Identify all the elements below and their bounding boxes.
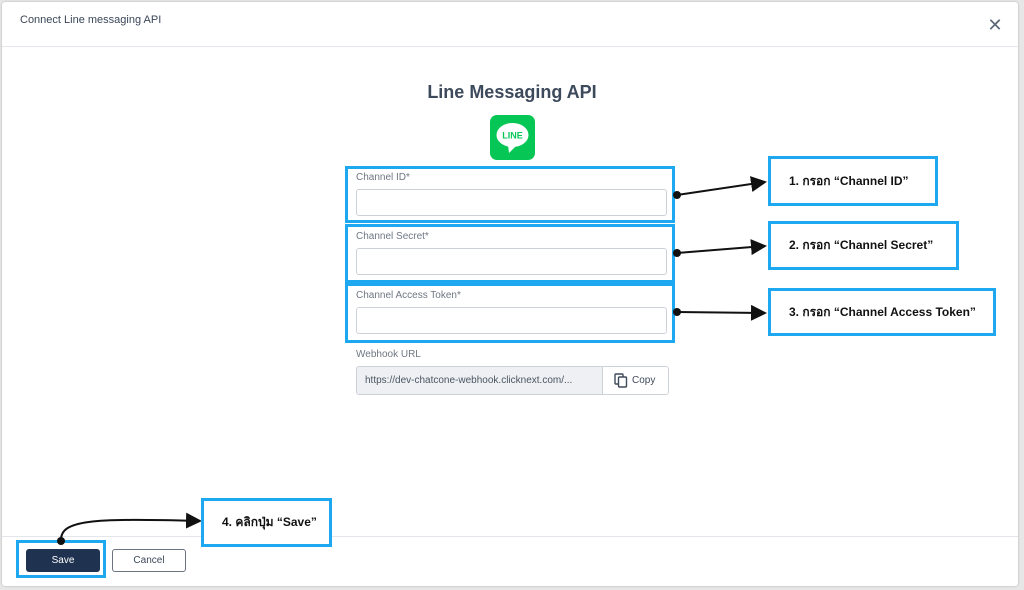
webhook-url-field[interactable]: https://dev-chatcone-webhook.clicknext.c… — [356, 366, 669, 395]
callout-step3: 3. กรอก “Channel Access Token” — [768, 288, 996, 336]
channel-access-token-label: Channel Access Token* — [356, 290, 461, 301]
arrow-step1 — [673, 176, 767, 199]
footer-divider — [2, 536, 1018, 537]
cancel-button[interactable]: Cancel — [112, 549, 186, 572]
copy-button[interactable]: Copy — [602, 367, 668, 394]
channel-access-token-input[interactable] — [356, 307, 667, 334]
copy-label: Copy — [632, 375, 656, 386]
callout-step4: 4. คลิกปุ่ม “Save” — [201, 498, 332, 547]
line-logo-icon: LINE — [490, 115, 535, 160]
dialog-title: Connect Line messaging API — [20, 14, 162, 26]
channel-secret-input[interactable] — [356, 248, 667, 275]
arrow-step4 — [57, 512, 202, 545]
arrow-step3 — [673, 304, 767, 321]
header-divider — [2, 46, 1018, 47]
callout-step1: 1. กรอก “Channel ID” — [768, 156, 938, 206]
line-logo-text: LINE — [502, 131, 523, 141]
app-title: Line Messaging API — [427, 82, 597, 102]
channel-id-input[interactable] — [356, 189, 667, 216]
copy-icon — [614, 373, 628, 388]
webhook-url-label: Webhook URL — [356, 349, 421, 360]
save-button[interactable]: Save — [26, 549, 100, 572]
arrow-step2 — [673, 239, 767, 257]
callout-step2: 2. กรอก “Channel Secret” — [768, 221, 959, 270]
channel-id-label: Channel ID* — [356, 172, 410, 183]
close-icon[interactable]: ✕ — [987, 15, 1003, 35]
channel-secret-label: Channel Secret* — [356, 231, 429, 242]
